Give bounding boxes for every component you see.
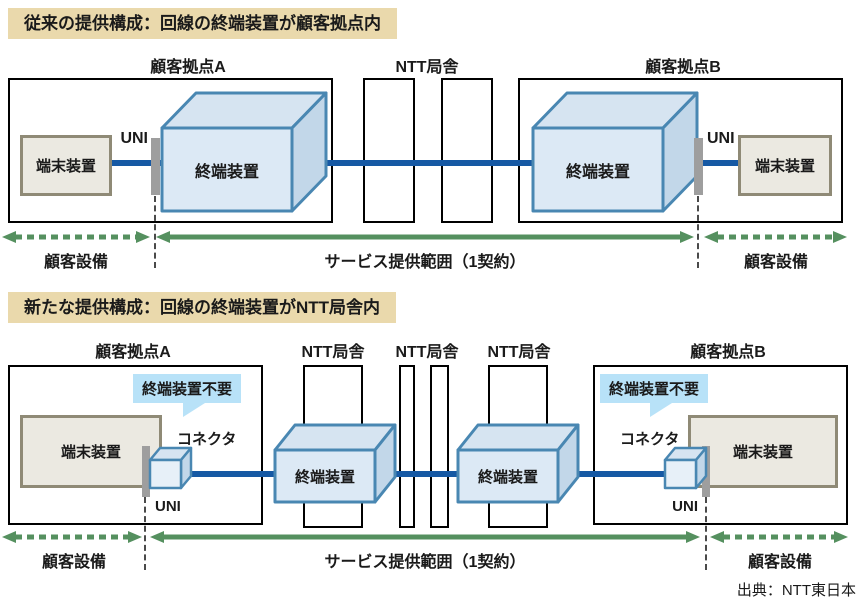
no-termination-callout-b: 終端装置不要 <box>600 374 709 417</box>
ntt-office-label-bottom-3: NTT局舎 <box>487 344 551 361</box>
terminal-device-b-top: 端末装置 <box>738 135 832 196</box>
connection-line-bottom <box>178 471 702 477</box>
site-a-label-top: 顧客拠点A <box>150 59 226 76</box>
box-3d-graphic <box>160 91 328 213</box>
site-a-label-bottom: 顧客拠点A <box>95 344 171 361</box>
termination-device-1-bottom-label: 終端装置 <box>294 468 355 486</box>
connector-label-b: コネクタ <box>620 431 680 448</box>
source-credit: 出典：NTT東日本 <box>736 582 856 599</box>
ntt-office-label-top: NTT局舎 <box>395 59 459 76</box>
uni-label-a-top: UNI <box>120 130 148 147</box>
customer-equipment-label-right-top: 顧客設備 <box>743 254 808 271</box>
section-header-new: 新たな提供構成：回線の終端装置がNTT局舎内 <box>8 292 397 323</box>
arrow-customer-equipment-left-top <box>2 230 150 244</box>
uni-label-a-bottom: UNI <box>155 498 181 515</box>
ntt-office-label-bottom-2: NTT局舎 <box>395 344 459 361</box>
arrow-customer-equipment-right-top <box>704 230 847 244</box>
termination-device-box-2-bottom: 終端装置 <box>456 423 580 504</box>
demarcation-dashed-line-right-top <box>697 196 699 268</box>
connector-cube-a <box>148 446 193 490</box>
site-b-label-top: 顧客拠点B <box>645 59 721 76</box>
service-scope-label-bottom: サービス提供範囲（1契約） <box>324 554 526 571</box>
site-b-label-bottom: 顧客拠点B <box>690 344 766 361</box>
connector-cube-b <box>663 446 708 490</box>
termination-device-box-b-top: 終端装置 <box>531 91 701 213</box>
section-header-legacy: 従来の提供構成：回線の終端装置が顧客拠点内 <box>8 8 397 39</box>
no-termination-callout-a: 終端装置不要 <box>133 374 242 417</box>
connector-label-a: コネクタ <box>177 431 237 448</box>
arrow-customer-equipment-left-bottom <box>2 530 142 544</box>
terminal-device-b-bottom-label: 端末装置 <box>732 444 793 461</box>
terminal-device-a-top-label: 端末装置 <box>35 158 96 175</box>
terminal-device-a-top: 端末装置 <box>20 135 112 196</box>
customer-equipment-label-left-top: 顧客設備 <box>43 254 108 271</box>
ntt-office-frame-top-2 <box>441 78 493 223</box>
ntt-office-label-bottom-1: NTT局舎 <box>301 344 365 361</box>
box-3d-graphic <box>273 423 397 504</box>
uni-label-b-top: UNI <box>707 130 735 147</box>
ntt-office-frame-bottom-2a <box>399 365 415 528</box>
terminal-device-b-top-label: 端末装置 <box>754 158 815 175</box>
uni-label-b-bottom: UNI <box>672 498 698 515</box>
terminal-device-a-bottom-label: 端末装置 <box>60 444 121 461</box>
termination-device-b-top-label: 終端装置 <box>565 163 630 181</box>
uni-bar-b-top <box>694 138 703 195</box>
service-scope-label-top: サービス提供範囲（1契約） <box>324 254 526 271</box>
customer-equipment-label-right-bottom: 顧客設備 <box>747 554 812 571</box>
termination-device-2-bottom-label: 終端装置 <box>477 468 538 486</box>
box-3d-graphic <box>456 423 580 504</box>
demarcation-dashed-line-left-bottom <box>144 497 146 570</box>
termination-device-a-top-label: 終端装置 <box>194 163 259 181</box>
arrow-service-scope-bottom <box>150 530 700 544</box>
ntt-office-frame-top-1 <box>363 78 415 223</box>
customer-equipment-label-left-bottom: 顧客設備 <box>41 554 106 571</box>
terminal-device-a-bottom: 端末装置 <box>20 415 162 488</box>
uni-bar-a-bottom <box>142 446 150 497</box>
termination-device-box-1-bottom: 終端装置 <box>273 423 397 504</box>
connection-line-top <box>110 160 742 166</box>
arrow-customer-equipment-right-bottom <box>710 530 848 544</box>
ntt-office-frame-bottom-2b <box>430 365 449 528</box>
termination-device-box-a-top: 終端装置 <box>160 91 330 213</box>
terminal-device-b-bottom: 端末装置 <box>688 415 838 488</box>
uni-bar-a-top <box>151 138 160 195</box>
demarcation-dashed-line-left-top <box>154 196 156 268</box>
demarcation-dashed-line-right-bottom <box>705 497 707 570</box>
arrow-service-scope-top <box>156 230 694 244</box>
